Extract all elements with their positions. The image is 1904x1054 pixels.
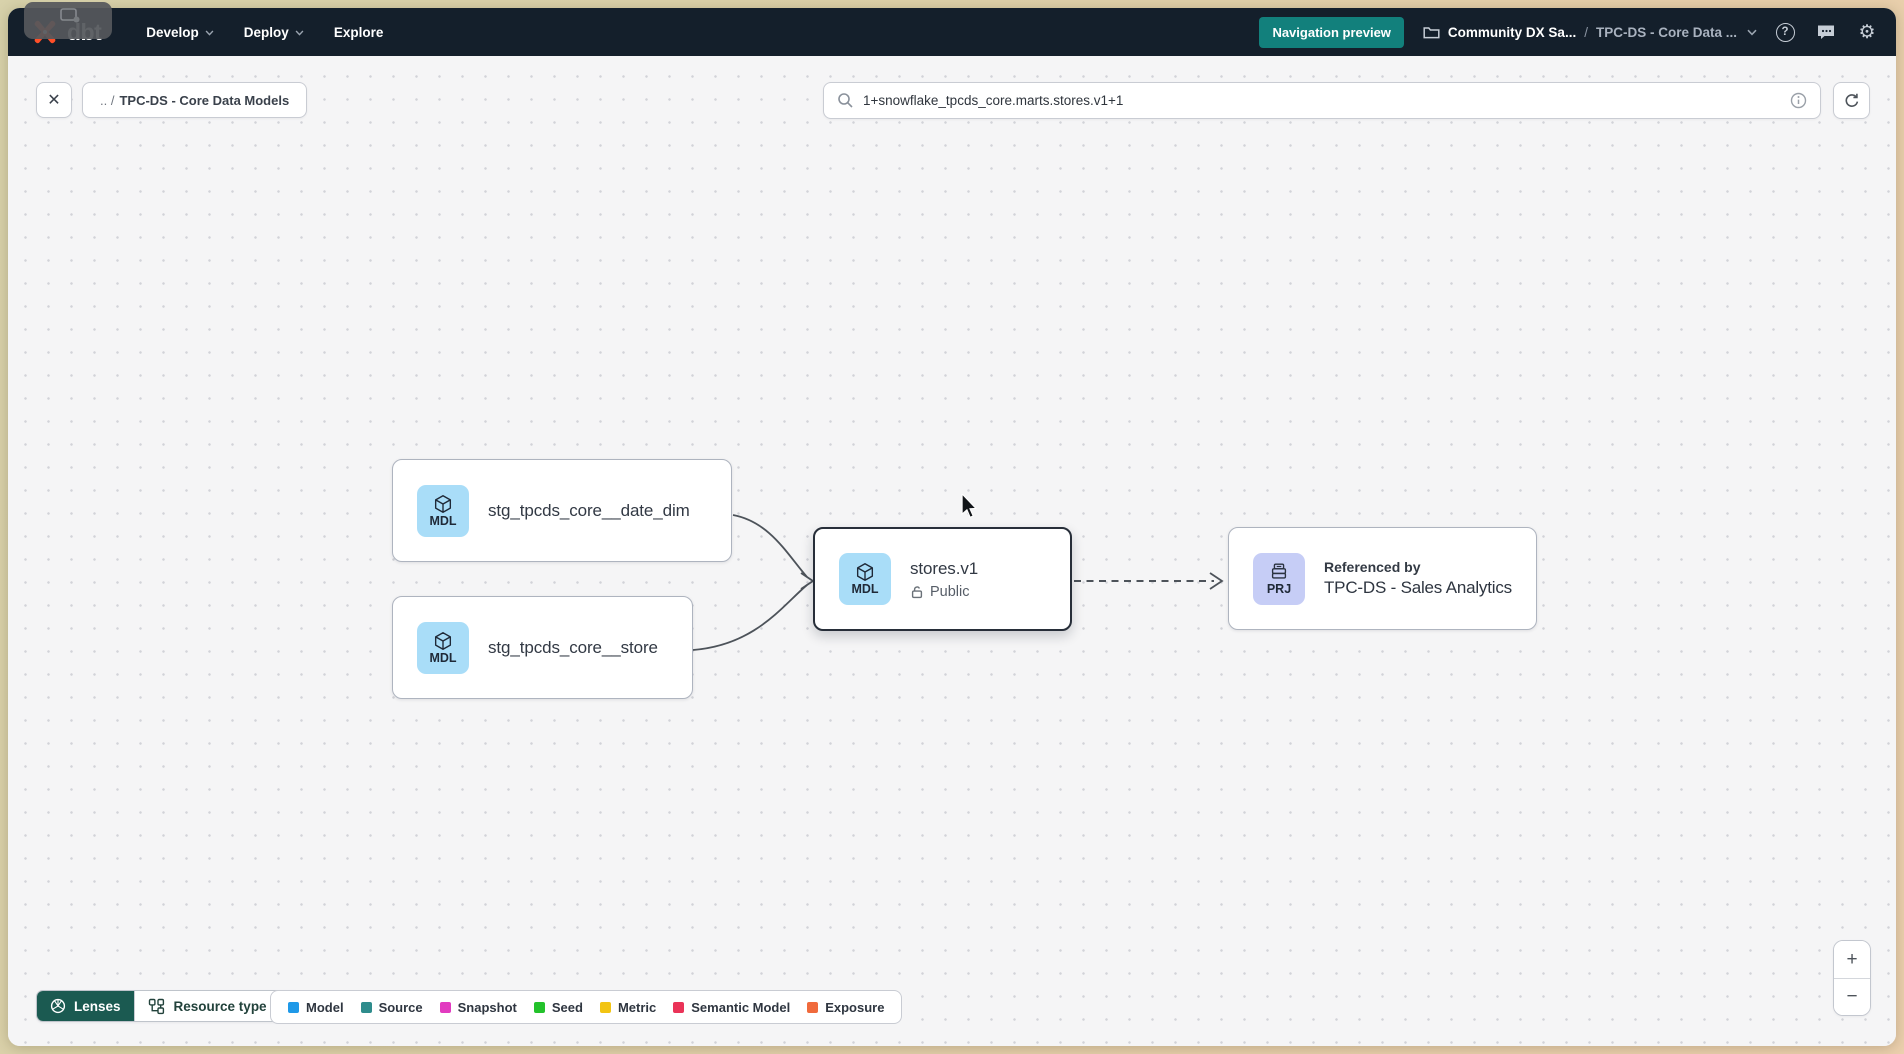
menu-develop[interactable]: Develop bbox=[131, 8, 229, 56]
search-icon bbox=[837, 92, 854, 109]
access-label: Public bbox=[930, 584, 970, 600]
legend-label: Snapshot bbox=[458, 1000, 517, 1015]
legend-item: Seed bbox=[534, 1000, 583, 1015]
cube-icon bbox=[432, 493, 454, 515]
cube-icon bbox=[432, 630, 454, 652]
breadcrumb-account[interactable]: Community DX Sa... bbox=[1448, 25, 1576, 40]
menu-develop-label: Develop bbox=[146, 25, 199, 40]
app-window: dbt Develop Deploy Explore Navigation pr… bbox=[8, 8, 1896, 1046]
cube-icon bbox=[854, 561, 876, 583]
legend-swatch bbox=[600, 1002, 611, 1013]
zoom-in-button[interactable]: + bbox=[1834, 941, 1870, 978]
folder-icon bbox=[1423, 25, 1440, 39]
menu-explore[interactable]: Explore bbox=[319, 8, 399, 56]
project-switcher-chevron-icon[interactable] bbox=[1747, 29, 1757, 36]
resource-type-label: Resource type bbox=[174, 999, 267, 1014]
badge-label: MDL bbox=[429, 652, 456, 666]
unlock-icon bbox=[910, 585, 924, 599]
zoom-controls: + − bbox=[1833, 940, 1871, 1016]
node-stg-tpcds-core-date-dim[interactable]: MDL stg_tpcds_core__date_dim bbox=[392, 459, 732, 562]
legend-swatch bbox=[534, 1002, 545, 1013]
node-body: stores.v1 Public bbox=[910, 559, 978, 600]
lineage-breadcrumb-chip[interactable]: .. / TPC-DS - Core Data Models bbox=[82, 82, 307, 118]
lineage-canvas[interactable]: MDL stg_tpcds_core__date_dim MDL stg_tpc… bbox=[8, 56, 1896, 1046]
zoom-out-button[interactable]: − bbox=[1834, 978, 1870, 1015]
node-referenced-by-project[interactable]: PRJ Referenced by TPC-DS - Sales Analyti… bbox=[1228, 527, 1537, 630]
breadcrumb-project[interactable]: TPC-DS - Core Data ... bbox=[1596, 25, 1737, 40]
screen-share-icon bbox=[60, 8, 80, 24]
node-stores-v1[interactable]: MDL stores.v1 Public bbox=[813, 527, 1072, 631]
gear-icon: ⚙ bbox=[1858, 23, 1875, 42]
navigation-preview-button[interactable]: Navigation preview bbox=[1259, 17, 1403, 48]
lens-aperture-icon bbox=[50, 998, 66, 1014]
settings-button[interactable]: ⚙ bbox=[1854, 19, 1880, 45]
stack-icon bbox=[1268, 561, 1290, 583]
chevron-down-icon bbox=[205, 30, 214, 36]
lenses-button[interactable]: Lenses bbox=[37, 991, 134, 1021]
legend-item: Snapshot bbox=[440, 1000, 517, 1015]
chip-prefix: .. / bbox=[100, 93, 114, 108]
model-badge: MDL bbox=[417, 485, 469, 537]
legend-swatch bbox=[807, 1002, 818, 1013]
close-lineage-button[interactable]: ✕ bbox=[36, 82, 72, 118]
legend-item: Exposure bbox=[807, 1000, 884, 1015]
node-label: TPC-DS - Sales Analytics bbox=[1324, 578, 1512, 598]
refresh-icon bbox=[1843, 92, 1860, 109]
menu-deploy-label: Deploy bbox=[244, 25, 289, 40]
legend-label: Seed bbox=[552, 1000, 583, 1015]
badge-label: PRJ bbox=[1267, 583, 1291, 597]
lenses-label: Lenses bbox=[74, 999, 121, 1014]
badge-label: MDL bbox=[851, 583, 878, 597]
model-badge: MDL bbox=[839, 553, 891, 605]
legend: Model Source Snapshot Seed Metric Semantic Mo… bbox=[270, 990, 902, 1024]
menu-deploy[interactable]: Deploy bbox=[229, 8, 319, 56]
legend-swatch bbox=[440, 1002, 451, 1013]
lineage-search bbox=[823, 82, 1821, 119]
primary-nav: Develop Deploy Explore bbox=[131, 8, 398, 56]
referenced-by-caption: Referenced by bbox=[1324, 559, 1512, 575]
refresh-lineage-button[interactable] bbox=[1833, 82, 1870, 119]
legend-item: Semantic Model bbox=[673, 1000, 790, 1015]
help-button[interactable]: ? bbox=[1772, 19, 1798, 45]
top-navbar: dbt Develop Deploy Explore Navigation pr… bbox=[8, 8, 1896, 56]
legend-items: Model Source Snapshot Seed Metric Semantic Mo… bbox=[288, 1000, 884, 1015]
node-label: stg_tpcds_core__store bbox=[488, 638, 658, 658]
legend-item: Metric bbox=[600, 1000, 656, 1015]
account-project-breadcrumb: Community DX Sa... / TPC-DS - Core Data … bbox=[1423, 25, 1757, 40]
legend-label: Model bbox=[306, 1000, 344, 1015]
access-row: Public bbox=[910, 584, 978, 600]
graph-nodes-icon bbox=[148, 998, 165, 1015]
chevron-down-icon bbox=[295, 30, 304, 36]
node-stg-tpcds-core-store[interactable]: MDL stg_tpcds_core__store bbox=[392, 596, 693, 699]
node-body: Referenced by TPC-DS - Sales Analytics bbox=[1324, 559, 1512, 598]
model-badge: MDL bbox=[417, 622, 469, 674]
legend-label: Metric bbox=[618, 1000, 656, 1015]
breadcrumb-separator: / bbox=[1584, 25, 1588, 40]
legend-label: Exposure bbox=[825, 1000, 884, 1015]
navbar-right: Navigation preview Community DX Sa... / … bbox=[1259, 17, 1880, 48]
mouse-cursor bbox=[960, 494, 978, 518]
chip-label: TPC-DS - Core Data Models bbox=[119, 93, 289, 108]
badge-label: MDL bbox=[429, 515, 456, 529]
legend-label: Source bbox=[379, 1000, 423, 1015]
screen-recording-overlay bbox=[24, 2, 112, 39]
node-label: stg_tpcds_core__date_dim bbox=[488, 501, 690, 521]
menu-explore-label: Explore bbox=[334, 25, 384, 40]
info-icon[interactable] bbox=[1790, 92, 1807, 109]
help-icon: ? bbox=[1776, 23, 1795, 42]
lenses-control-group: Lenses Resource type bbox=[36, 990, 301, 1022]
legend-item: Model bbox=[288, 1000, 344, 1015]
feedback-button[interactable] bbox=[1813, 19, 1839, 45]
legend-swatch bbox=[288, 1002, 299, 1013]
legend-swatch bbox=[361, 1002, 372, 1013]
search-input[interactable] bbox=[863, 93, 1781, 108]
chat-bubble-icon bbox=[1816, 23, 1836, 41]
legend-swatch bbox=[673, 1002, 684, 1013]
legend-label: Semantic Model bbox=[691, 1000, 790, 1015]
node-label: stores.v1 bbox=[910, 559, 978, 579]
legend-item: Source bbox=[361, 1000, 423, 1015]
project-badge: PRJ bbox=[1253, 553, 1305, 605]
